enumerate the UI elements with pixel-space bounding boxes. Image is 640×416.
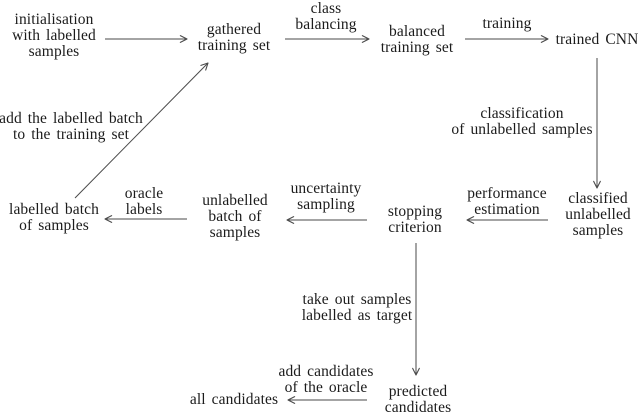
text-line: trained CNN: [555, 31, 639, 48]
text-line: stopping: [387, 203, 443, 220]
arrow-labelled-batch-to-gathered: [74, 62, 209, 199]
edge-label-training: training: [482, 16, 531, 32]
node-trained-cnn: trained CNN: [556, 32, 639, 48]
text-line: of samples: [19, 217, 89, 234]
text-line: performance: [467, 185, 547, 202]
text-line: gathered: [206, 21, 262, 38]
text-line: samples: [28, 43, 80, 60]
text-line: add candidates: [278, 363, 374, 380]
text-line: to the training set: [13, 126, 129, 143]
text-line: samples: [209, 224, 261, 241]
text-line: add the labelled batch: [0, 110, 143, 127]
text-line: predicted: [388, 383, 448, 400]
text-line: estimation: [474, 201, 540, 218]
text-line: initialisation: [14, 11, 94, 28]
text-line: of the oracle: [284, 379, 368, 396]
text-line: labels: [125, 201, 163, 218]
text-line: criterion: [388, 219, 442, 236]
text-line: batch of: [208, 208, 262, 225]
text-line: unlabelled: [202, 192, 268, 209]
text-line: balanced: [389, 23, 445, 40]
text-line: unlabelled: [565, 206, 631, 223]
text-line: candidates: [384, 399, 452, 416]
text-line: with labelled: [12, 27, 96, 44]
text-line: sampling: [297, 196, 355, 213]
text-line: classified: [568, 190, 628, 207]
text-line: samples: [572, 222, 624, 239]
text-line: all candidates: [189, 391, 279, 408]
text-line: take out samples: [302, 291, 412, 308]
text-line: labelled as target: [301, 307, 413, 324]
text-line: of unlabelled samples: [451, 121, 593, 138]
text-line: oracle: [124, 185, 164, 202]
text-line: training: [482, 15, 532, 32]
node-all-candidates: all candidates: [190, 392, 278, 408]
text-line: training set: [197, 37, 271, 54]
text-line: training set: [380, 39, 454, 56]
text-line: class: [310, 0, 342, 17]
text-line: labelled batch: [9, 201, 99, 218]
text-line: classification: [480, 105, 564, 122]
text-line: uncertainty: [290, 180, 362, 197]
text-line: balancing: [295, 16, 357, 33]
